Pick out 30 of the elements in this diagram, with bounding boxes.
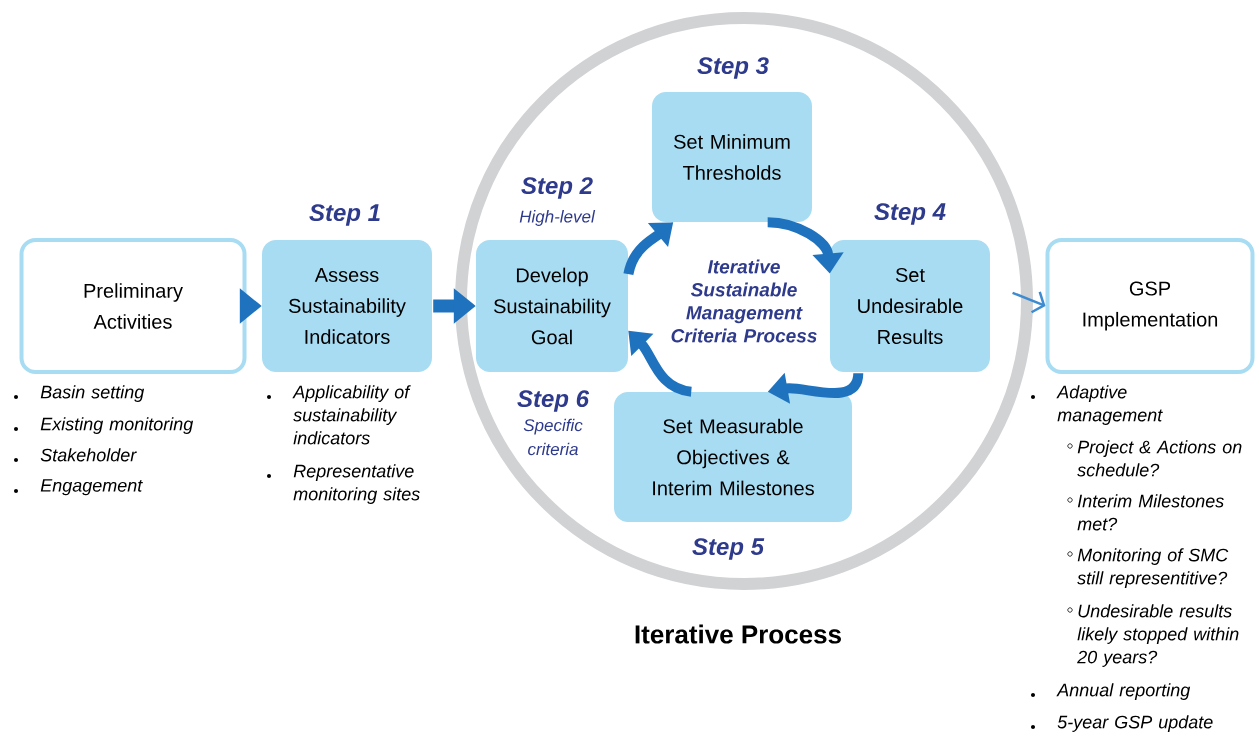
arrow: [1012, 291, 1046, 314]
list-item: Representative monitoring sites: [267, 464, 420, 504]
list-item: Monitoring of SMC still representitive?: [1067, 548, 1229, 588]
list-item: Engagement: [14, 479, 143, 496]
step-note: High-level: [519, 210, 596, 226]
step-note: Specific criteria: [523, 418, 583, 456]
list-item: 5-year GSP update: [1031, 715, 1213, 732]
list-item: Project & Actions on schedule?: [1067, 440, 1242, 477]
step-label: Step 1: [309, 204, 380, 226]
process-box: Set Undesirable Results: [830, 240, 990, 372]
process-box: Set Measurable Objectives & Interim Milestones: [614, 392, 852, 522]
list-item: Applicability of sustainability indicators: [267, 385, 411, 445]
step-label: Step 4: [874, 203, 946, 225]
step-label: Step 3: [697, 57, 769, 79]
list-item: Annual reporting: [1031, 683, 1191, 700]
process-label: Iterative Process: [635, 624, 841, 644]
process-box: Develop Sustainability Goal: [476, 240, 628, 372]
step-label: Step 2: [521, 177, 593, 199]
list-item: Undesirable results likely stopped within 20 years?: [1067, 604, 1239, 667]
list-item: Basin setting: [14, 385, 145, 402]
process-box: Preliminary Activities: [19, 238, 247, 374]
list-item: Interim Milestones met?: [1067, 494, 1224, 531]
list-item: Existing monitoring: [14, 417, 194, 434]
list-item: Stakeholder: [14, 448, 137, 462]
process-box: Set Minimum Thresholds: [652, 92, 812, 222]
step-label: Step 6: [517, 390, 590, 412]
step-label: Step 5: [692, 538, 765, 560]
list-item: Adaptive management: [1031, 385, 1163, 425]
process-box: Assess Sustainability Indicators: [262, 240, 432, 372]
process-box: GSP Implementation: [1045, 238, 1255, 374]
